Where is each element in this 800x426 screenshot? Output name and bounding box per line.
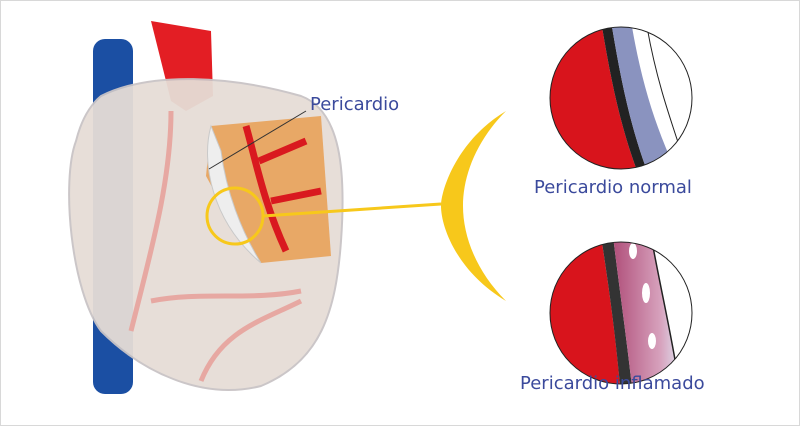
inflamed-pericardium-label: Pericardio inflamado (520, 373, 705, 394)
normal-pericardium-label: Pericardio normal (534, 177, 692, 198)
zoom-bracket (441, 111, 506, 301)
label-pointer-line (208, 110, 307, 170)
heart-illustration (68, 21, 442, 394)
inflamed-pericardium-detail (550, 242, 692, 384)
normal-pericardium-detail (550, 27, 692, 169)
pericardium-label: Pericardio (310, 94, 400, 115)
